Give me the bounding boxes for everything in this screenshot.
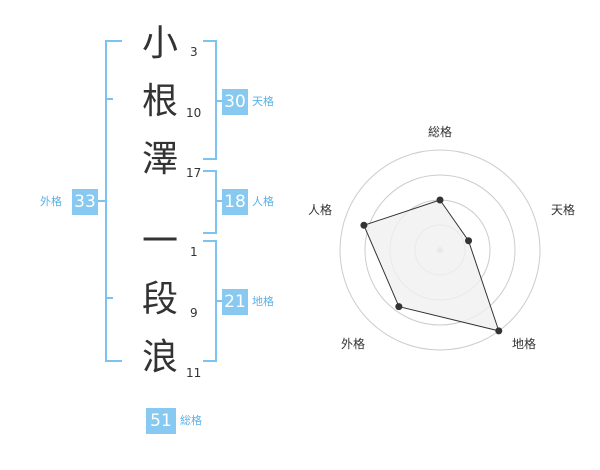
gaikaku-value: 33 bbox=[72, 189, 98, 215]
stroke-count-5: 9 bbox=[190, 306, 198, 320]
radar-axis-label-jinkaku: 人格 bbox=[307, 203, 332, 217]
name-char-3: 澤 bbox=[141, 139, 178, 180]
bracket-connector bbox=[97, 200, 106, 202]
soukaku-value: 51 bbox=[146, 408, 176, 434]
radar-point-2 bbox=[465, 237, 473, 245]
jinkaku-value: 18 bbox=[222, 189, 248, 215]
jinkaku-label: 人格 bbox=[252, 195, 274, 208]
soukaku-label: 総格 bbox=[180, 414, 202, 427]
chikaku-value: 21 bbox=[222, 289, 248, 315]
bracket-tick bbox=[105, 98, 113, 100]
tenkaku-label: 天格 bbox=[252, 95, 274, 108]
bracket-connector bbox=[216, 300, 222, 302]
chikaku-label: 地格 bbox=[252, 295, 274, 308]
name-char-1: 小 bbox=[141, 23, 178, 64]
jinkaku-bracket bbox=[203, 170, 217, 234]
radar-axis-label-soukaku: 総格 bbox=[427, 125, 452, 139]
gaikaku-label: 外格 bbox=[40, 195, 62, 208]
stroke-count-4: 1 bbox=[190, 245, 198, 259]
radar-ring bbox=[339, 149, 541, 351]
name-char-6: 浪 bbox=[141, 337, 178, 378]
stroke-count-3: 17 bbox=[186, 166, 202, 180]
stroke-count-6: 11 bbox=[186, 366, 202, 380]
bracket-connector bbox=[216, 200, 222, 202]
radar-axis-label-tenkaku: 天格 bbox=[550, 203, 575, 217]
bracket-connector bbox=[216, 100, 222, 102]
radar-point-3 bbox=[495, 327, 503, 335]
name-char-4: 一 bbox=[141, 221, 178, 262]
gaikaku-bracket bbox=[105, 40, 122, 362]
radar-ring bbox=[364, 174, 516, 326]
name-char-5: 段 bbox=[141, 279, 178, 320]
stroke-count-2: 10 bbox=[186, 106, 202, 120]
radar-axis-label-chikaku: 地格 bbox=[511, 337, 536, 351]
name-char-2: 根 bbox=[141, 81, 178, 122]
stroke-count-1: 3 bbox=[190, 45, 198, 59]
radar-series-shape bbox=[363, 199, 500, 332]
radar-point-5 bbox=[360, 221, 368, 229]
bracket-tick bbox=[105, 297, 113, 299]
tenkaku-value: 30 bbox=[222, 89, 248, 115]
radar-point-4 bbox=[395, 303, 403, 311]
radar-axis-label-gaikaku: 外格 bbox=[340, 337, 365, 351]
radar-point-1 bbox=[436, 196, 444, 204]
